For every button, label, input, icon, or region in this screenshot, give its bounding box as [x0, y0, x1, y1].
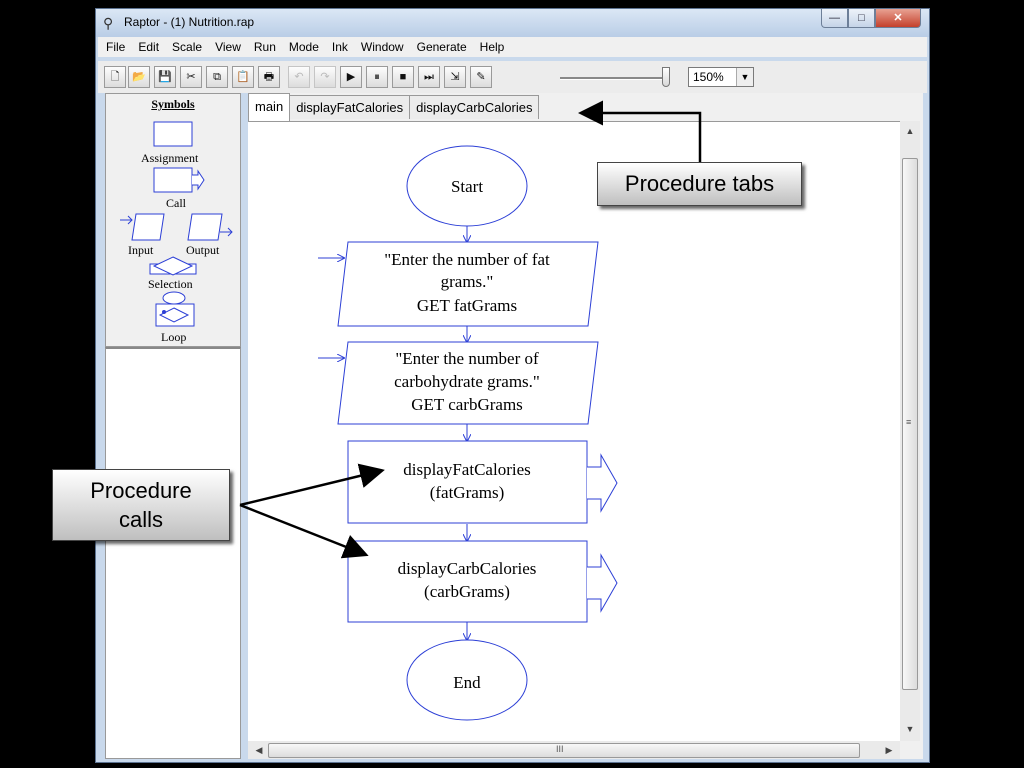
window-title: Raptor - (1) Nutrition.rap — [124, 15, 255, 29]
save-icon[interactable]: 💾 — [154, 66, 176, 88]
symbols-lower-pane — [105, 347, 241, 759]
selection-label: Selection — [148, 277, 193, 291]
menu-ink[interactable]: Ink — [331, 40, 348, 54]
input-fat-line-2: grams." — [441, 272, 494, 291]
step-icon[interactable]: ⏭ — [418, 66, 440, 88]
paste-icon[interactable]: 📋 — [232, 66, 254, 88]
flowchart: Start "Enter the number of fat grams." G… — [318, 145, 618, 721]
editor-area: main displayFatCalories displayCarbCalor… — [248, 93, 923, 759]
scroll-down-icon[interactable]: ▼ — [905, 724, 915, 734]
tab-main[interactable]: main — [248, 93, 291, 121]
call-carb-node[interactable] — [347, 540, 618, 623]
menu-file[interactable]: File — [106, 40, 126, 54]
loop-label: Loop — [161, 330, 187, 344]
loop-symbol-icon[interactable] — [155, 291, 195, 327]
menu-view[interactable]: View — [215, 40, 241, 54]
zoom-value: 150% — [693, 70, 724, 84]
menu-generate[interactable]: Generate — [416, 40, 467, 54]
cut-icon[interactable]: ✂ — [180, 66, 202, 88]
input-carb-node[interactable] — [337, 341, 599, 425]
menu-help[interactable]: Help — [479, 40, 505, 54]
play-icon[interactable]: ▶ — [340, 66, 362, 88]
horizontal-grip-icon: III — [556, 744, 564, 754]
scroll-right-icon[interactable]: ▶ — [885, 745, 893, 755]
procedure-tabs-callout: Procedure tabs — [597, 162, 802, 206]
menu-window[interactable]: Window — [360, 40, 404, 54]
output-label: Output — [186, 243, 220, 257]
pause-icon[interactable]: ⏸ — [366, 66, 388, 88]
start-label: Start — [451, 177, 483, 196]
close-button[interactable]: ✕ — [875, 9, 921, 28]
procedure-calls-line-1: Procedure — [90, 478, 192, 503]
call-fat-line-1: displayFatCalories — [403, 460, 530, 479]
stop-icon[interactable]: ■ — [392, 66, 414, 88]
input-fat-line-3: GET fatGrams — [417, 296, 517, 315]
procedure-calls-line-2: calls — [118, 507, 163, 532]
menu-run[interactable]: Run — [253, 40, 276, 54]
flowchart-canvas[interactable]: Start "Enter the number of fat grams." G… — [248, 121, 900, 742]
output-symbol-icon[interactable] — [187, 213, 233, 241]
input-carb-line-3: GET carbGrams — [411, 395, 523, 414]
input-symbol-icon[interactable] — [120, 213, 165, 241]
input-fat-node[interactable] — [337, 241, 599, 327]
raptor-window: ⚲ Raptor - (1) Nutrition.rap — □ ✕ File … — [95, 8, 930, 763]
assignment-symbol-icon[interactable] — [153, 121, 193, 147]
maximize-button[interactable]: □ — [848, 9, 875, 28]
title-bar[interactable]: ⚲ Raptor - (1) Nutrition.rap — □ ✕ — [96, 9, 929, 37]
symbols-shapes — [120, 121, 233, 327]
procedure-calls-callout: Procedure calls — [52, 469, 230, 541]
call-fat-line-2: (fatGrams) — [430, 483, 505, 502]
slider-thumb[interactable] — [662, 67, 670, 87]
call-fat-node[interactable] — [347, 440, 618, 524]
selection-symbol-icon[interactable] — [149, 256, 197, 276]
print-icon[interactable]: 🖶 — [258, 66, 280, 88]
vertical-scroll-thumb[interactable] — [902, 158, 918, 690]
open-folder-icon[interactable]: 📂 — [128, 66, 150, 88]
raptor-app-icon: ⚲ — [103, 15, 114, 31]
zoom-slider[interactable] — [560, 67, 678, 89]
tab-displaycarbcalories[interactable]: displayCarbCalories — [409, 95, 540, 119]
start-node[interactable] — [406, 145, 528, 227]
horizontal-scrollbar[interactable]: ◀ III ▶ — [248, 741, 900, 759]
toolbar: 150% ▼ 🗋📂💾✂⧉📋🖶 ↶↷▶⏸■⏭⇲✎ — [98, 61, 927, 93]
menu-mode[interactable]: Mode — [288, 40, 319, 54]
call-symbol-icon[interactable] — [153, 167, 205, 193]
scroll-up-icon[interactable]: ▲ — [905, 126, 915, 136]
minimize-button[interactable]: — — [821, 9, 848, 28]
slider-track — [560, 77, 664, 80]
undo-icon[interactable]: ↶ — [288, 66, 310, 88]
symbols-panel: Symbols — [105, 93, 241, 347]
window-controls: — □ ✕ — [821, 9, 921, 29]
zoom-select[interactable]: 150% ▼ — [688, 67, 754, 87]
input-fat-line-1: "Enter the number of fat — [384, 250, 550, 269]
call-carb-line-2: (carbGrams) — [424, 582, 510, 601]
symbols-title: Symbols — [151, 97, 195, 111]
call-carb-line-1: displayCarbCalories — [398, 559, 537, 578]
menu-scale[interactable]: Scale — [172, 40, 203, 54]
chevron-down-icon[interactable]: ▼ — [736, 68, 753, 86]
step-into-icon[interactable]: ⇲ — [444, 66, 466, 88]
vertical-scrollbar[interactable]: ▲ ≡ ▼ — [900, 121, 920, 741]
input-label: Input — [128, 243, 154, 257]
menu-edit[interactable]: Edit — [138, 40, 160, 54]
input-carb-line-2: carbohydrate grams." — [394, 372, 540, 391]
pen-icon[interactable]: ✎ — [470, 66, 492, 88]
copy-icon[interactable]: ⧉ — [206, 66, 228, 88]
input-carb-line-1: "Enter the number of — [395, 349, 539, 368]
end-node[interactable] — [406, 639, 528, 721]
vertical-grip-icon: ≡ — [906, 417, 912, 427]
menu-bar: File Edit Scale View Run Mode Ink Window… — [98, 37, 927, 57]
new-file-icon[interactable]: 🗋 — [104, 66, 126, 88]
redo-icon[interactable]: ↷ — [314, 66, 336, 88]
horizontal-scroll-thumb[interactable] — [268, 743, 860, 758]
end-label: End — [453, 673, 481, 692]
call-label: Call — [166, 196, 186, 210]
tab-displayfatcalories[interactable]: displayFatCalories — [289, 95, 411, 119]
procedure-tabs: main displayFatCalories displayCarbCalor… — [248, 93, 540, 121]
scroll-left-icon[interactable]: ◀ — [255, 745, 263, 755]
assignment-label: Assignment — [141, 151, 199, 165]
